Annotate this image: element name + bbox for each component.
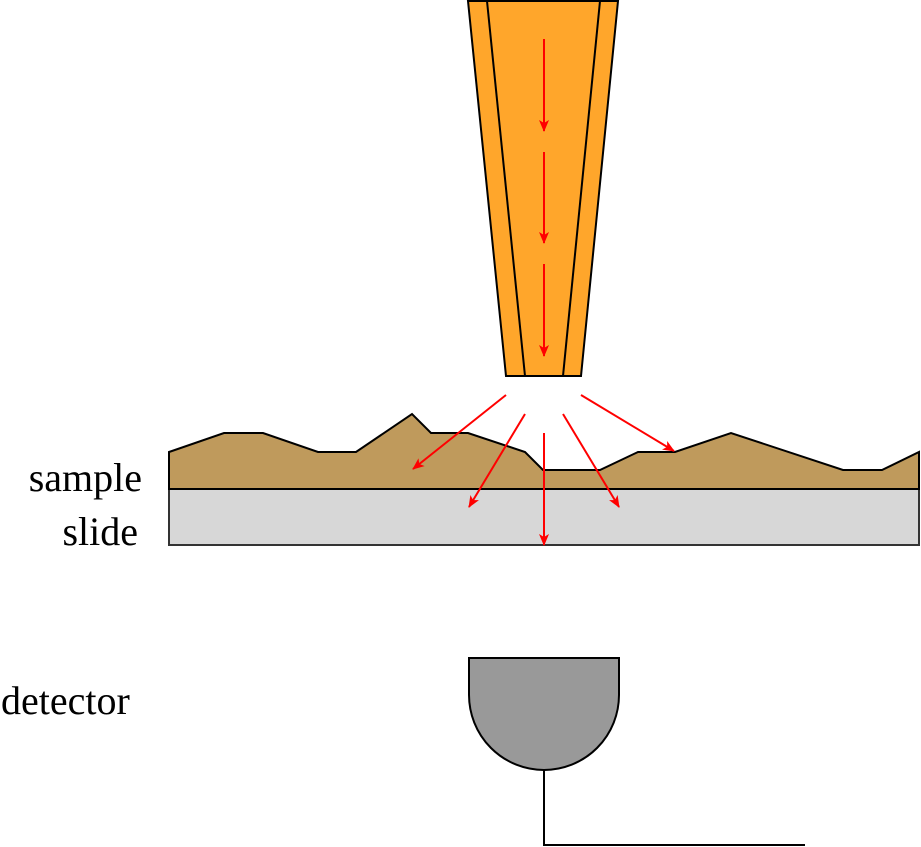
beam-inner-left-line — [486, 0, 526, 377]
detector — [468, 657, 805, 846]
scatter-arrow-1 — [412, 394, 507, 470]
laser-beam — [466, 0, 620, 377]
scatter-arrows — [412, 394, 675, 546]
detector-body — [468, 657, 620, 771]
beam-inner-right-line — [562, 0, 601, 377]
scatter-arrow-5 — [580, 394, 675, 452]
sample-label: sample — [29, 455, 142, 500]
scatter-arrow-4 — [562, 413, 620, 508]
scatter-arrow-2 — [468, 413, 526, 508]
detector-wire — [543, 770, 805, 846]
sample — [168, 412, 920, 490]
slide-label: slide — [62, 509, 138, 554]
detector-label: detector — [1, 678, 130, 723]
